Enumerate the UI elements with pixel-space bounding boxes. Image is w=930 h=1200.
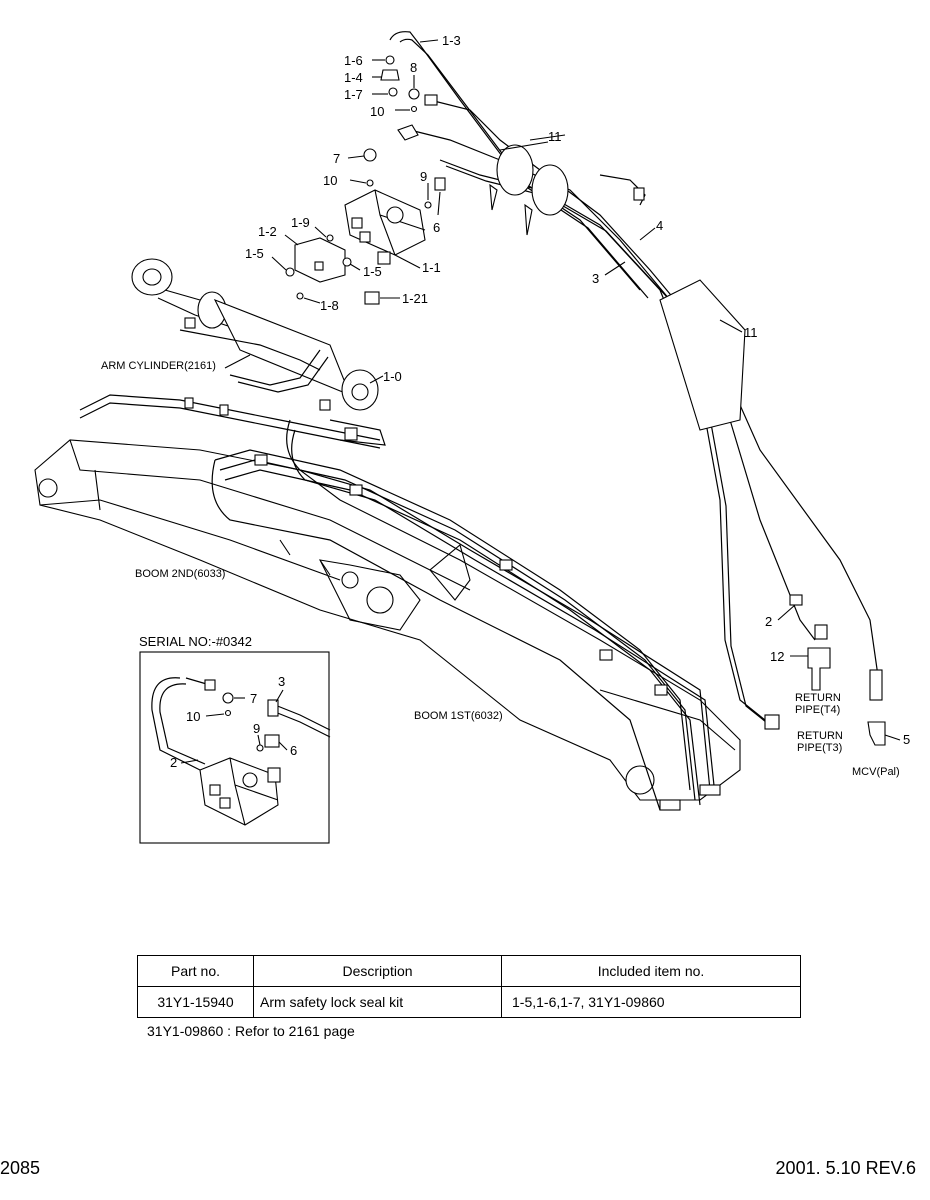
table-header-row: Part no. Description Included item no. — [137, 955, 801, 987]
callout-labels: 1-3 1-6 1-4 1-7 8 10 11 7 10 9 6 1-9 1-2… — [101, 33, 910, 778]
label-mcv: MCV(Pal) — [852, 766, 900, 778]
callout-10a: 10 — [370, 104, 384, 119]
inset-callout-10: 10 — [186, 709, 200, 724]
callout-1-4: 1-4 — [344, 70, 363, 85]
callout-3: 3 — [592, 271, 599, 286]
callout-11b: 11 — [744, 325, 758, 340]
label-boom-1st: BOOM 1ST(6032) — [414, 710, 503, 722]
inset-title: SERIAL NO:-#0342 — [139, 634, 252, 649]
label-return-t4-l2: PIPE(T4) — [795, 704, 840, 716]
callout-5: 5 — [903, 732, 910, 747]
label-return-t4-l1: RETURN — [795, 692, 841, 704]
callout-1-3: 1-3 — [442, 33, 461, 48]
label-return-t3-l2: PIPE(T3) — [797, 742, 842, 754]
inset-callout-6: 6 — [290, 743, 297, 758]
revision-date: 2001. 5.10 REV.6 — [775, 1158, 916, 1178]
header-description: Description — [253, 955, 502, 987]
header-part-no: Part no. — [137, 955, 254, 987]
page-number: 2085 — [0, 1158, 41, 1178]
callout-1-9: 1-9 — [291, 215, 310, 230]
header-included: Included item no. — [501, 955, 801, 987]
callout-11a: 11 — [548, 129, 562, 144]
callout-1-8: 1-8 — [320, 298, 339, 313]
label-return-t3-l1: RETURN — [797, 730, 843, 742]
callout-1-21: 1-21 — [402, 291, 428, 306]
inset-callout-7: 7 — [250, 691, 257, 706]
callout-1-5a: 1-5 — [245, 246, 264, 261]
arm-cylinder — [131, 258, 379, 411]
serial-inset: SERIAL NO:-#0342 7 3 10 9 6 2 — [139, 634, 331, 844]
leader-lines — [224, 39, 901, 741]
callout-4: 4 — [656, 218, 663, 233]
callout-6: 6 — [433, 220, 440, 235]
inset-callout-3: 3 — [278, 674, 285, 689]
label-arm-cylinder: ARM CYLINDER(2161) — [101, 360, 216, 372]
callout-9: 9 — [420, 169, 427, 184]
cell-description: Arm safety lock seal kit — [253, 986, 502, 1018]
cell-included: 1-5,1-6,1-7, 31Y1-09860 — [501, 986, 801, 1018]
callout-1-6: 1-6 — [344, 53, 363, 68]
safety-valve-block — [285, 31, 886, 746]
table-row: 31Y1-15940 Arm safety lock seal kit 1-5,… — [137, 986, 801, 1018]
callout-1-7: 1-7 — [344, 87, 363, 102]
inset-callout-9: 9 — [253, 721, 260, 736]
callout-7: 7 — [333, 151, 340, 166]
callout-12: 12 — [770, 649, 784, 664]
parts-table: Part no. Description Included item no. 3… — [137, 955, 801, 1018]
table-note: 31Y1-09860 : Refor to 2161 page — [147, 1023, 355, 1039]
label-boom-2nd: BOOM 2ND(6033) — [135, 568, 225, 580]
callout-1-2: 1-2 — [258, 224, 277, 239]
callout-1-1: 1-1 — [422, 260, 441, 275]
cell-part-no: 31Y1-15940 — [137, 986, 254, 1018]
callout-1-5b: 1-5 — [363, 264, 382, 279]
callout-8: 8 — [410, 60, 417, 75]
callout-10b: 10 — [323, 173, 337, 188]
callout-1-0: 1-0 — [383, 369, 402, 384]
callout-2: 2 — [765, 614, 772, 629]
boom-piping — [79, 394, 721, 811]
boom-assembly — [34, 439, 741, 801]
inset-callout-2: 2 — [170, 755, 177, 770]
